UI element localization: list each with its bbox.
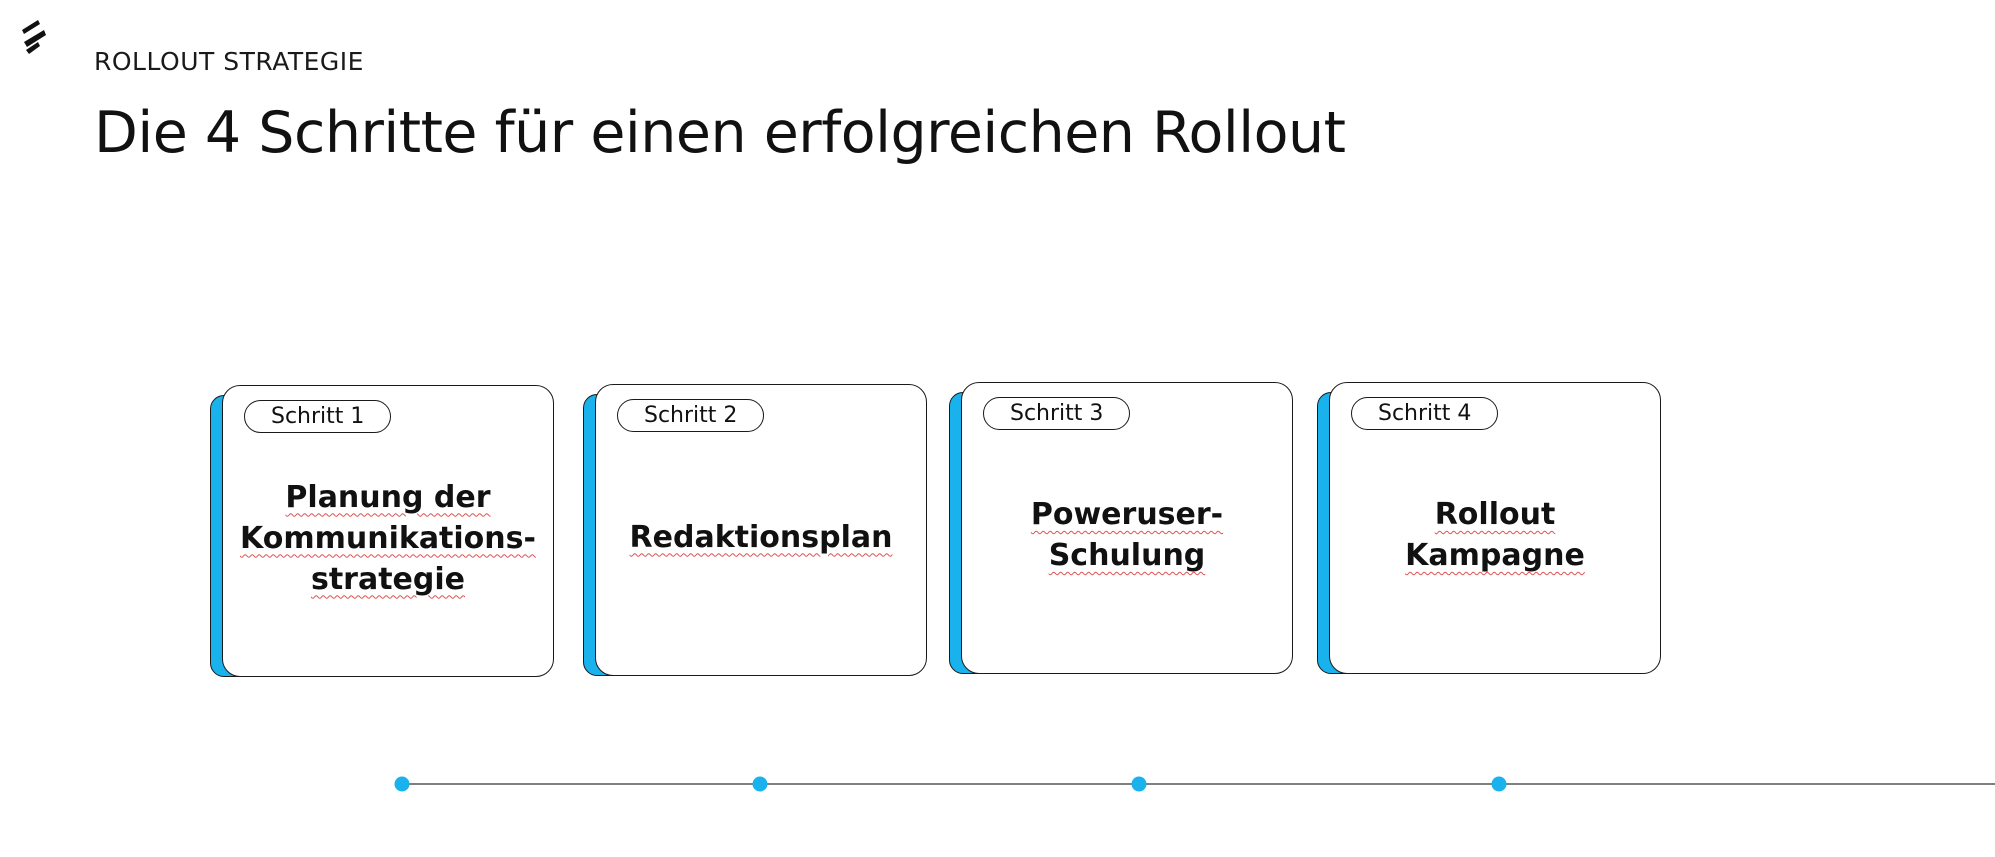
brand-logo-icon — [22, 20, 46, 54]
step-label-pill: Schritt 3 — [983, 397, 1131, 430]
step-card-4: Schritt 4 Rollout Kampagne — [1317, 382, 1661, 674]
step-title-text: Planung der Kommunikations- strategie — [240, 479, 536, 597]
card-face: Schritt 4 Rollout Kampagne — [1329, 382, 1661, 674]
timeline-dot-2 — [752, 776, 768, 792]
step-title-text: Rollout Kampagne — [1405, 497, 1585, 573]
step-title: Redaktionsplan — [596, 439, 926, 635]
step-card-3: Schritt 3 Poweruser- Schulung — [949, 382, 1293, 674]
step-title-text: Redaktionsplan — [629, 519, 893, 555]
step-title: Rollout Kampagne — [1330, 437, 1660, 633]
step-label-pill: Schritt 4 — [1351, 397, 1499, 430]
card-face: Schritt 1 Planung der Kommunikations- st… — [222, 385, 554, 677]
step-label-pill: Schritt 2 — [617, 399, 765, 432]
card-face: Schritt 2 Redaktionsplan — [595, 384, 927, 676]
step-card-1: Schritt 1 Planung der Kommunikations- st… — [210, 385, 554, 677]
card-face: Schritt 3 Poweruser- Schulung — [961, 382, 1293, 674]
timeline-dot-1 — [394, 776, 410, 792]
step-title: Poweruser- Schulung — [962, 437, 1292, 633]
step-title-text: Poweruser- Schulung — [1030, 497, 1224, 573]
step-title: Planung der Kommunikations- strategie — [223, 440, 553, 636]
slide-headline: Die 4 Schritte für einen erfolgreichen R… — [94, 100, 1346, 166]
timeline-dot-4 — [1491, 776, 1507, 792]
slide-eyebrow: ROLLOUT STRATEGIE — [94, 47, 364, 76]
timeline-dot-3 — [1131, 776, 1147, 792]
step-card-2: Schritt 2 Redaktionsplan — [583, 384, 927, 676]
step-label-pill: Schritt 1 — [244, 400, 392, 433]
